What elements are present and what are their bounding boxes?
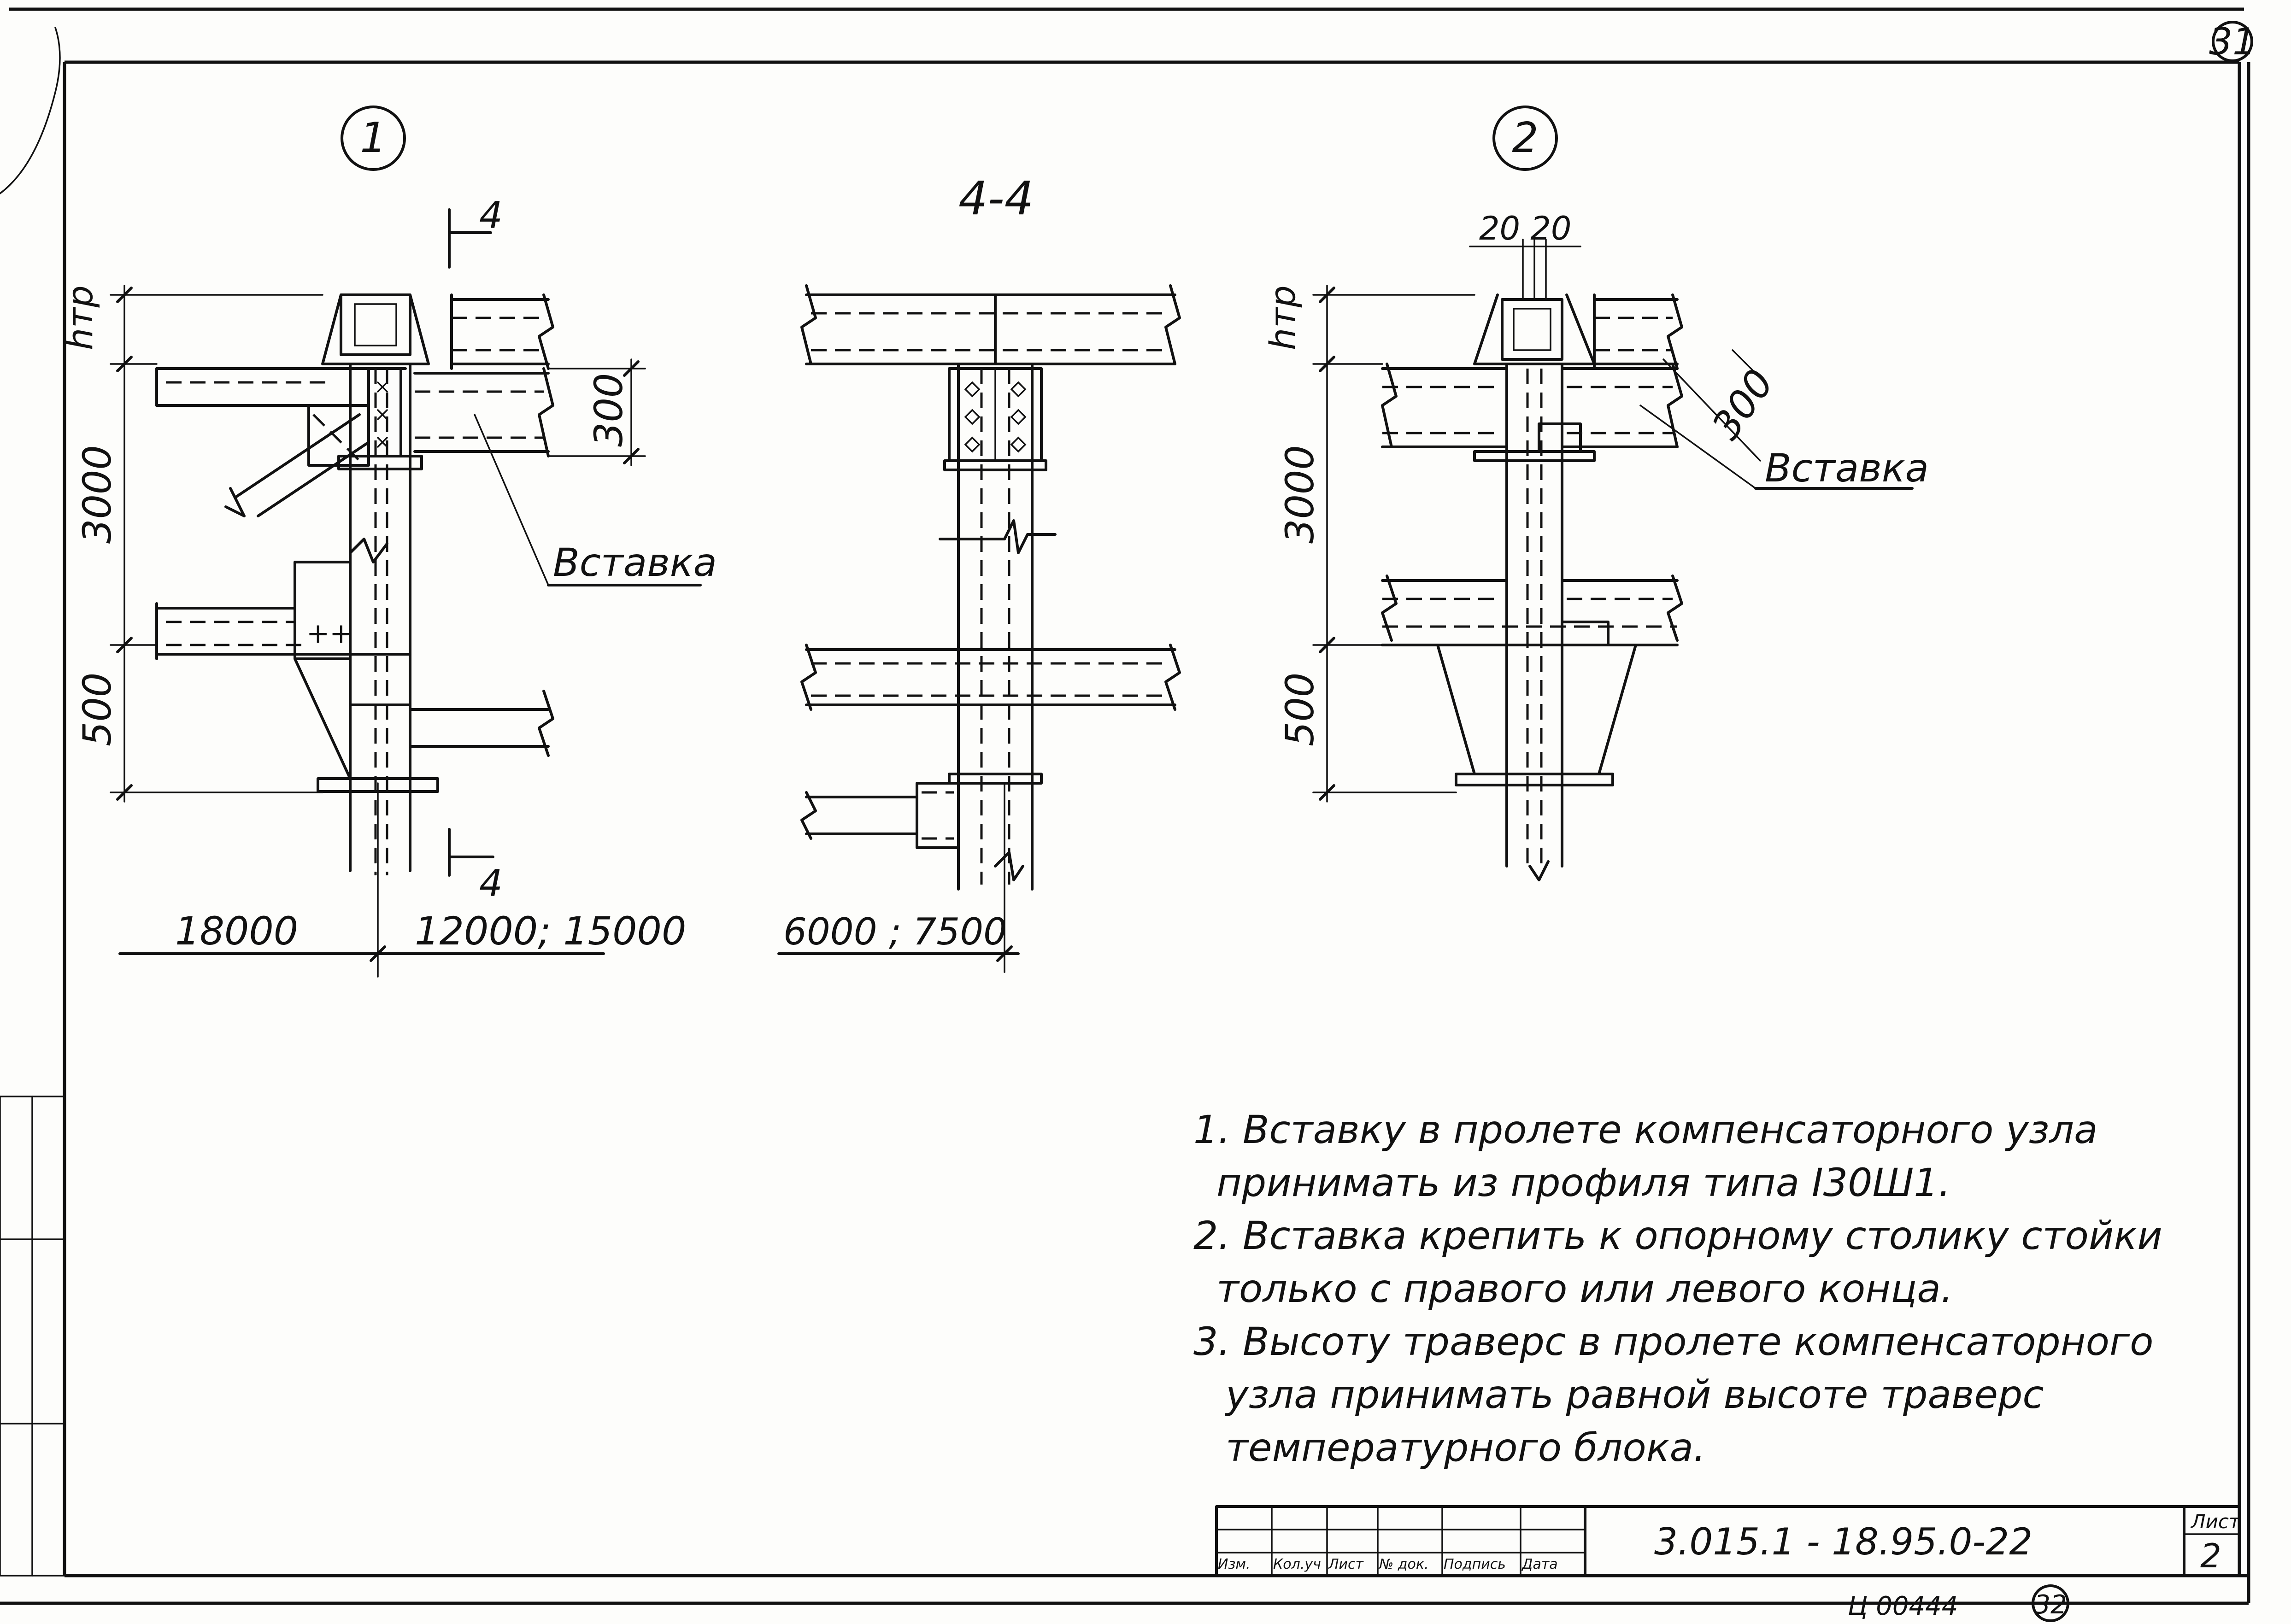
view1-insert-label: Вставка — [553, 540, 717, 585]
view2-insert-label: Вставка — [1765, 446, 1929, 491]
view2-dim-500: 500 — [1277, 673, 1322, 746]
tb-sheet-label: Лист — [2191, 1510, 2240, 1533]
sheet-frame — [0, 7, 2250, 1605]
bottom-stamp: 32 — [2034, 1590, 2067, 1620]
view2-dim-top: 20 20 — [1479, 210, 1571, 247]
note-3-line-3: температурного блока. — [1226, 1425, 1706, 1470]
note-3-line-1: 3. Высоту траверс в пролете компенсаторн… — [1193, 1319, 2154, 1364]
tb-col-izm: Изм. — [1218, 1556, 1251, 1572]
note-1-line-2: принимать из профиля типа I30Ш1. — [1216, 1160, 1951, 1205]
svg-text:++: ++ — [306, 617, 353, 650]
corner-number-circle — [2212, 21, 2253, 62]
tb-sheet-number: 2 — [2200, 1536, 2221, 1575]
view2-marker-circle — [1492, 106, 1558, 171]
view1-span-right: 12000; 15000 — [415, 909, 686, 954]
corner-number: 31 — [2209, 20, 2256, 63]
tb-col-ndoc: № док. — [1379, 1556, 1429, 1572]
section44-title: 4-4 — [958, 171, 1034, 225]
view1-marker: 1 — [360, 114, 386, 162]
view1-dim-htr: hтр — [59, 285, 100, 350]
view1-span-left: 18000 — [175, 909, 298, 954]
view2-node: 2 20 20 — [1262, 106, 1929, 881]
view2-marker: 2 — [1512, 114, 1538, 162]
note-2-line-1: 2. Вставка крепить к опорному столику ст… — [1193, 1213, 2162, 1258]
tb-col-list: Лист — [1328, 1556, 1364, 1572]
view2-dim-300: 300 — [1703, 361, 1782, 448]
view2-dim-htr: hтр — [1262, 285, 1303, 350]
bottom-stamp-circle — [2032, 1584, 2069, 1622]
view2-dim-3000: 3000 — [1277, 445, 1322, 544]
view1-dim-300: 300 — [586, 373, 631, 447]
tb-col-data: Дата — [1522, 1556, 1558, 1572]
title-block — [1215, 1505, 2241, 1577]
archive-code: Ц 00444 — [1848, 1591, 1958, 1621]
view1-marker-circle — [341, 106, 406, 171]
tb-col-koluch: Кол.уч — [1273, 1556, 1321, 1572]
tb-col-podpis: Подпись — [1444, 1556, 1506, 1572]
section-4-4: 4-4 — [777, 171, 1181, 973]
view1-section-mark-top: 4 — [479, 194, 503, 237]
section44-span: 6000 ; 7500 — [783, 910, 1007, 953]
view1-section-mark-bottom: 4 — [479, 862, 503, 905]
view1-dim-3000: 3000 — [75, 445, 120, 544]
note-1-line-1: 1. Вставку в пролете компенсаторного узл… — [1193, 1107, 2098, 1152]
note-3-line-2: узла принимать равной высоте траверс — [1226, 1372, 2044, 1417]
note-2-line-2: только с правого или левого конца. — [1216, 1266, 1953, 1311]
view1-dim-500: 500 — [75, 673, 120, 746]
tb-designation: 3.015.1 - 18.95.0-22 — [1654, 1520, 2033, 1563]
view1-node: 1 4 4 — [59, 106, 717, 978]
